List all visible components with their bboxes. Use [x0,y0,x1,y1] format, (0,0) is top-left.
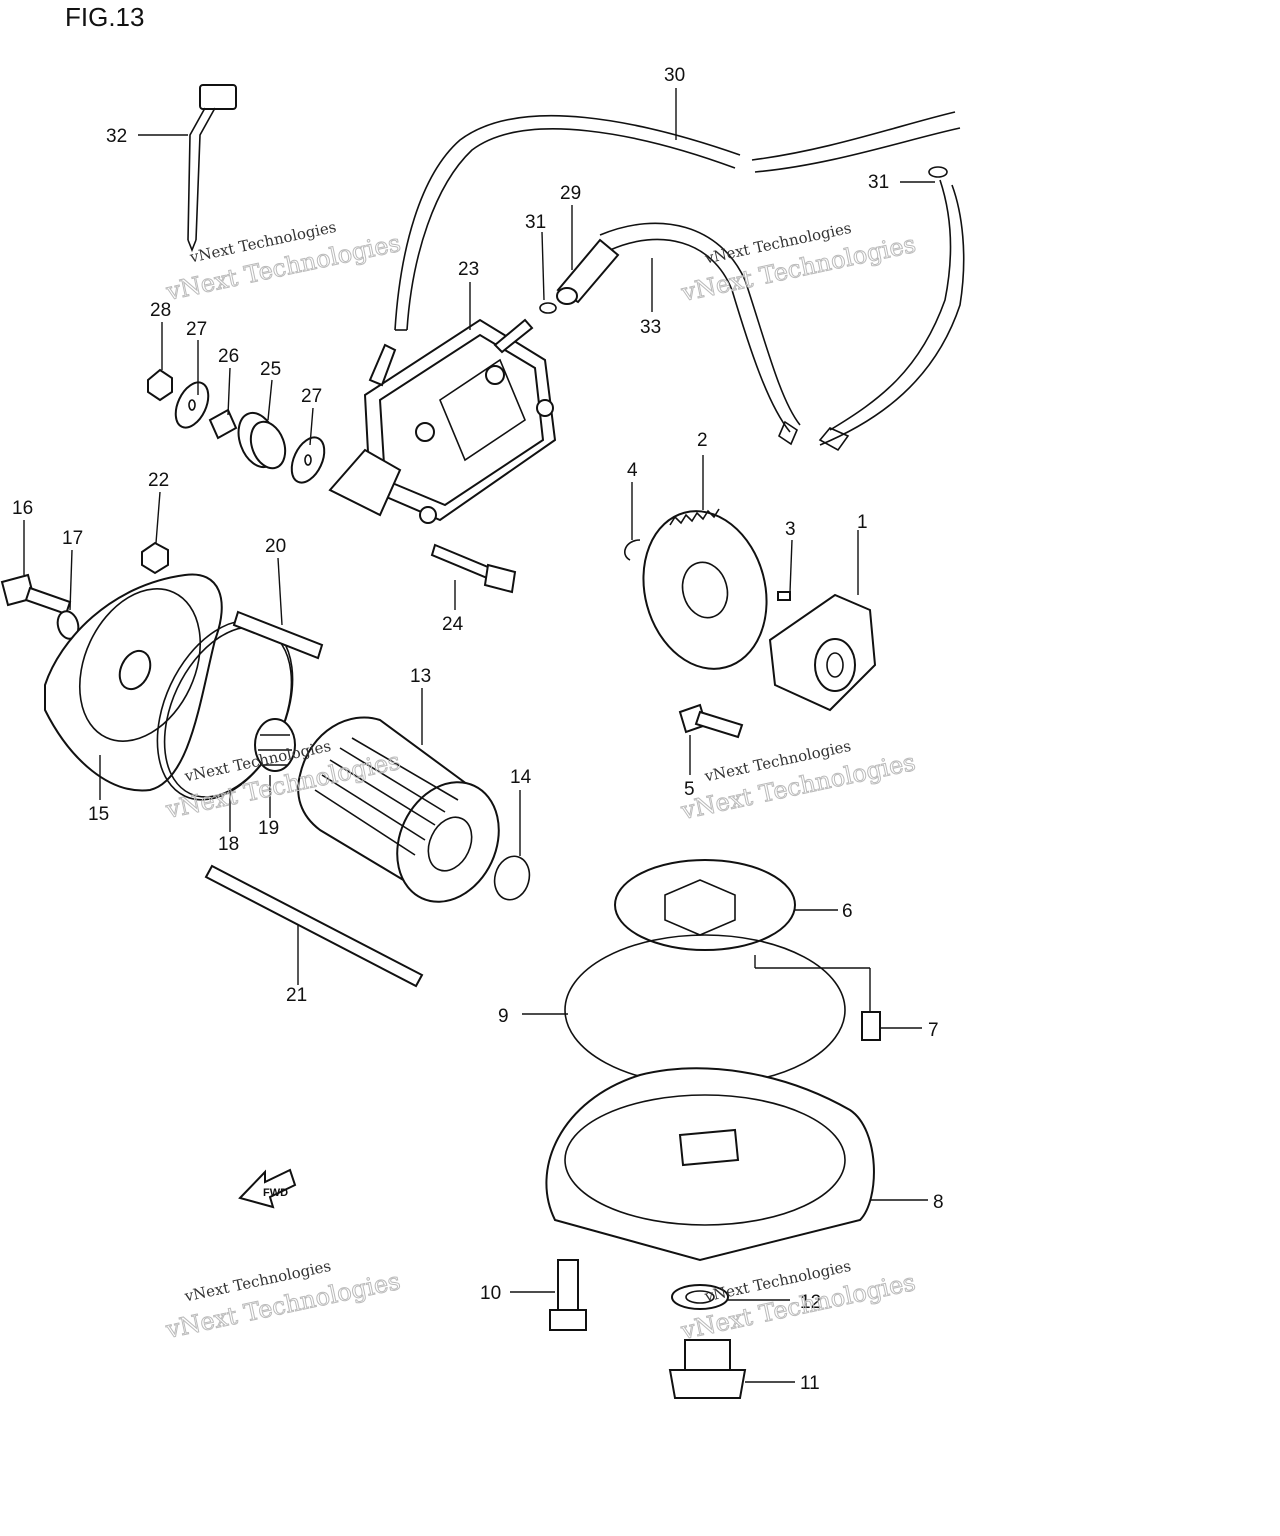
part-28-nut [147,368,173,402]
callout-11: 11 [800,1373,820,1394]
part-14-o-ring [493,855,531,901]
part-9-gasket [564,934,846,1086]
part-25-grommet [237,411,287,470]
callout-6: 6 [842,901,853,922]
part-5-bolt [678,703,744,739]
callout-15: 15 [88,804,109,825]
part-4-clip [624,539,641,561]
fitting-29 [556,238,620,305]
part-23-fuel-pump [328,318,557,524]
watermark-4: vNext Technologies vNext Technologies [677,737,918,826]
callout-28: 28 [150,300,171,321]
callout-26: 26 [218,346,239,367]
callout-30: 30 [664,65,685,86]
callout-12: 12 [800,1292,821,1313]
part-19-spring [254,718,296,772]
callout-1: 1 [857,512,868,533]
figure-title: FIG.13 [65,2,145,32]
callout-4: 4 [627,460,638,481]
clip-31b [928,166,948,178]
part-16-bolt [0,573,72,616]
callout-5: 5 [684,779,695,800]
watermark-1: vNext Technologies vNext Technologies [163,218,404,307]
watermark-2: vNext Technologies vNext Technologies [678,219,919,308]
hose-30 [394,111,961,331]
part-13-oil-filter [297,716,500,903]
callout-31a: 31 [525,212,546,233]
callout-10: 10 [480,1283,501,1304]
callout-9: 9 [498,1006,509,1027]
callout-19: 19 [258,818,279,839]
callout-31b: 31 [868,172,889,193]
callout-17: 17 [62,528,83,549]
part-27b-washer [290,436,326,484]
callout-32: 32 [106,126,127,147]
hose-33 [599,179,965,452]
callout-24: 24 [442,614,464,635]
callout-7: 7 [928,1020,939,1041]
part-10-bolt [549,1259,587,1331]
callout-23: 23 [458,259,479,280]
part-22-nut [141,541,169,575]
callout-22: 22 [148,470,169,491]
callout-20: 20 [265,536,286,557]
part-15-cover [44,573,223,792]
part-21-stud [204,864,424,988]
part-32-connector [187,84,237,253]
callout-18: 18 [218,834,239,855]
part-6-strainer [614,859,796,951]
part-26-collar [208,408,238,440]
callout-3: 3 [785,519,796,540]
callout-labels: 1 2 3 4 5 6 7 8 9 10 11 12 13 14 15 16 1… [12,65,944,1394]
callout-33: 33 [640,317,661,338]
part-24-bolt [430,543,517,594]
callout-27b: 27 [301,386,322,407]
fwd-arrow-icon: FWD [238,1168,297,1209]
part-12-washer [671,1284,729,1310]
part-7-bolt [861,1011,881,1041]
leader-lines [23,88,935,1383]
watermark-6: vNext Technologies vNext Technologies [677,1257,918,1346]
callout-27a: 27 [186,319,207,340]
part-27a-washer [174,381,210,429]
callout-2: 2 [697,430,708,451]
part-2-gear [642,508,768,670]
callout-13: 13 [410,666,431,687]
callout-29: 29 [560,183,581,204]
callout-21: 21 [286,985,307,1006]
part-1-oil-pump [768,593,877,712]
part-3-pin [777,591,791,601]
part-11-drain-plug [668,1339,747,1399]
callout-25: 25 [260,359,281,380]
part-20-stud [232,610,324,660]
watermark-5: vNext Technologies vNext Technologies [162,1257,403,1345]
callout-8: 8 [933,1192,944,1213]
part-8-oil-pan [545,1067,875,1262]
clip-31a [539,302,557,314]
fwd-arrow-label: FWD [263,1187,288,1199]
callout-14: 14 [510,767,532,788]
callout-16: 16 [12,498,33,519]
